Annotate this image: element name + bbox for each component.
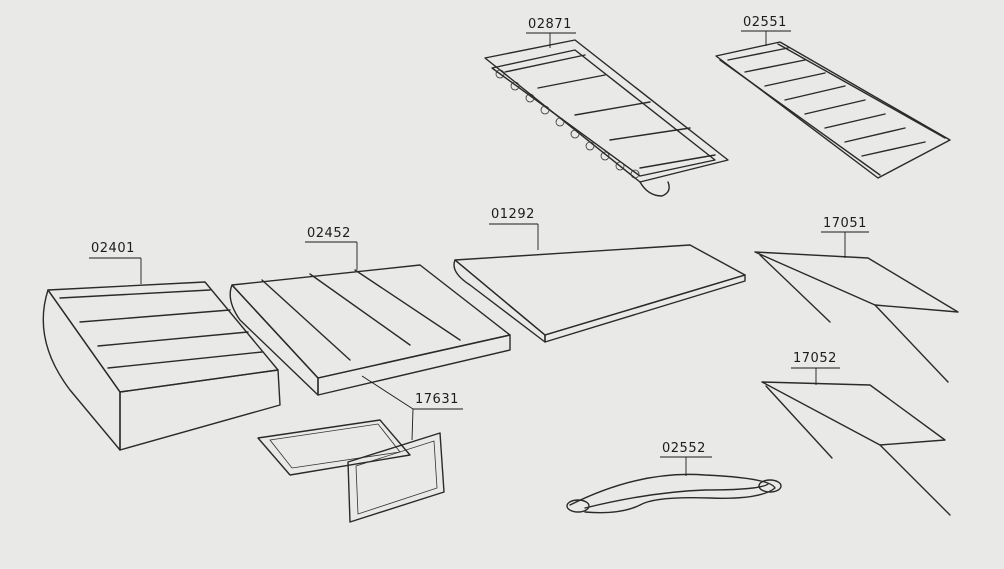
part-wing-section-right	[453, 244, 746, 343]
part-net-panel-lower	[761, 381, 951, 516]
part-label-02552: 02552	[660, 441, 712, 476]
part-wing-section-left	[42, 281, 281, 451]
part-wing-section-middle	[229, 264, 511, 396]
part-panel-cover	[257, 419, 445, 523]
part-label-02452: 02452	[305, 226, 358, 270]
part-number: 02551	[743, 15, 787, 30]
frame-holes	[495, 69, 640, 179]
part-label-02401: 02401	[89, 241, 142, 284]
part-label-17052: 17052	[791, 351, 840, 385]
part-number: 02871	[528, 17, 572, 32]
part-number: 17052	[793, 351, 837, 366]
part-number: 17051	[823, 216, 867, 231]
part-number: 02401	[91, 241, 135, 256]
part-label-02551: 02551	[741, 15, 791, 46]
part-label-01292: 01292	[489, 207, 539, 250]
part-number: 02452	[307, 226, 351, 241]
part-label-17631: 17631	[361, 375, 463, 441]
part-label-17051: 17051	[821, 216, 869, 258]
part-ladder-rack	[715, 41, 951, 179]
part-label-02871: 02871	[526, 17, 576, 48]
part-number: 17631	[415, 392, 459, 407]
part-cable-loop	[566, 473, 782, 514]
part-frame-top	[484, 39, 729, 197]
part-number: 02552	[662, 441, 706, 456]
part-number: 01292	[491, 207, 535, 222]
part-net-panel-upper	[754, 251, 959, 383]
